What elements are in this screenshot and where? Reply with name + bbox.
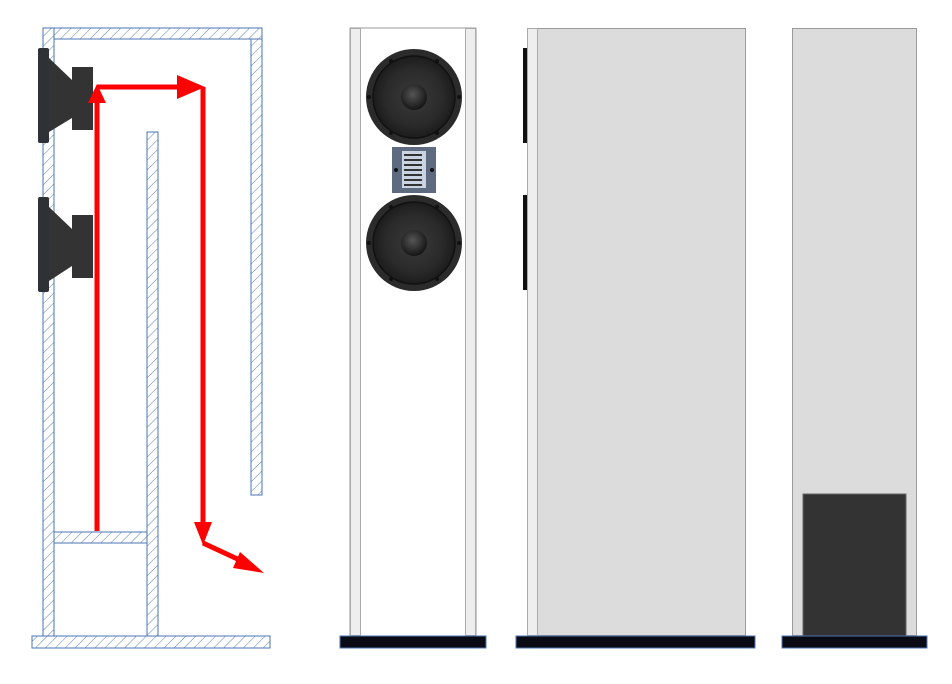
tweeter [392,147,436,193]
airflow-arrows [88,75,264,573]
front-plinth [339,635,487,649]
cross-section-view [31,27,271,649]
rear-view [781,28,928,649]
side-view [515,28,756,649]
driver-section-lower [38,197,93,292]
arrow-head-down [194,522,212,545]
top-wall [53,27,263,40]
driver-flange-lower [523,195,527,290]
arrow-head-diagonal [233,552,264,573]
inner-divider [146,131,159,637]
base-plate [31,635,271,649]
driver-flange-upper [523,48,527,143]
bass-port-opening [802,493,907,637]
side-plinth [515,635,756,649]
woofer-upper [366,49,462,145]
arrow-head-right [177,75,205,99]
driver-section-upper [38,48,93,143]
arrow-head-up [88,84,106,103]
front-view [339,27,487,649]
bottom-shelf [53,531,148,544]
woofer-lower [366,195,462,291]
rear-plinth [781,635,928,649]
right-wall [250,38,263,496]
